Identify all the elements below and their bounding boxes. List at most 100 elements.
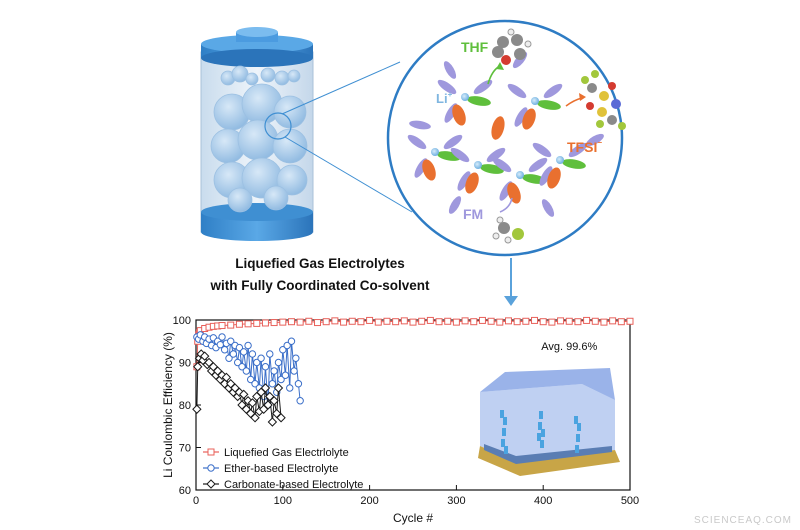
zoom-connector-line [284, 136, 413, 213]
fm-molecule-icon [492, 216, 524, 244]
data-point [199, 351, 210, 361]
data-point [522, 317, 530, 325]
zoom-connector-line [281, 61, 401, 115]
data-point [366, 316, 374, 324]
data-point [242, 367, 251, 375]
data-point [206, 479, 216, 489]
data-point [287, 337, 296, 345]
tfsi-label: TFSI− [567, 138, 602, 155]
inset-deposit-layer [484, 444, 612, 464]
tfsi-anion [547, 167, 561, 189]
data-point [207, 448, 215, 456]
x-axis-label: Cycle # [393, 511, 433, 525]
inset-deposit-particle [577, 423, 581, 431]
data-point [269, 396, 279, 406]
data-point [287, 318, 295, 326]
avg-annotation: Avg. 99.6% [541, 341, 597, 353]
data-point [192, 404, 202, 414]
thf-molecule [537, 100, 561, 110]
data-point [244, 320, 252, 328]
data-point [496, 318, 504, 326]
y-tick-label: 70 [179, 443, 191, 455]
data-point [235, 320, 243, 328]
data-point [250, 413, 260, 423]
inset-deposit-particle [541, 429, 545, 437]
thf-label: THF [461, 39, 489, 55]
tfsi-anion [422, 159, 436, 181]
data-point [218, 322, 226, 330]
fm-molecule [543, 83, 563, 99]
y-tick-label: 90 [179, 358, 191, 370]
thf-molecule [562, 159, 586, 169]
data-point [270, 319, 278, 327]
watermark-text: SCIENCEAQ.COM [693, 515, 792, 526]
data-point [283, 341, 291, 350]
fm-molecule [568, 142, 588, 158]
x-tick-label: 200 [360, 495, 378, 507]
inset-deposit-particle [502, 428, 506, 436]
fm-molecule [409, 120, 431, 130]
data-point [270, 367, 278, 375]
data-point [267, 417, 278, 427]
fm-molecule [443, 61, 457, 79]
data-point [290, 367, 298, 375]
data-point [257, 354, 265, 362]
fm-molecule [532, 142, 552, 158]
thf-arrow-head [496, 62, 504, 70]
y-tick-label: 60 [179, 485, 191, 497]
li-ion-dot [556, 156, 564, 164]
fm-molecule [450, 147, 470, 163]
tfsi-anion [522, 108, 536, 130]
data-point [276, 413, 286, 423]
inset-box-face [480, 384, 615, 462]
down-arrow-head [504, 296, 518, 306]
data-point [331, 317, 339, 325]
tfsi-arrow-head [579, 93, 586, 101]
zoom-circle [386, 19, 624, 257]
x-tick-label: 400 [534, 495, 552, 507]
data-point [253, 319, 261, 327]
data-point [292, 354, 300, 362]
data-point [418, 317, 426, 325]
inset-deposit-particle [574, 416, 578, 424]
data-point [374, 318, 382, 326]
li-ion-dot [516, 171, 524, 179]
data-point [426, 316, 434, 324]
y-tick-label: 80 [179, 400, 191, 412]
data-point [383, 317, 391, 325]
data-point [478, 316, 486, 324]
fm-molecule [528, 157, 548, 173]
x-tick-label: 0 [193, 495, 199, 507]
fm-label: FM [463, 206, 483, 222]
inset-deposit-particle [575, 445, 579, 453]
data-point [461, 317, 469, 325]
series-square [193, 316, 634, 371]
data-point [260, 383, 271, 393]
legend-label: Ether-based Electrolyte [224, 463, 338, 475]
data-point [294, 380, 303, 388]
thf-molecule-icon [492, 28, 532, 65]
data-point [314, 319, 322, 327]
data-point [392, 318, 400, 326]
data-point [207, 464, 215, 472]
inset-box-top [480, 368, 615, 400]
data-point [296, 397, 304, 405]
li-ion-dot [531, 97, 539, 105]
fm-molecule [437, 79, 457, 95]
series-diamond [192, 349, 286, 427]
x-tick-label: 100 [274, 495, 292, 507]
inset-deposit-particle [540, 440, 544, 448]
data-point [279, 346, 287, 354]
fm-molecule [541, 199, 555, 217]
fm-molecule [507, 83, 527, 99]
data-point [296, 318, 304, 326]
li-ion-dot [474, 161, 482, 169]
fm-molecule [486, 147, 506, 163]
data-point [225, 354, 233, 362]
fm-molecule [407, 134, 427, 150]
data-point [470, 318, 478, 326]
data-point [322, 318, 330, 326]
data-point [574, 318, 582, 326]
series-circle [193, 331, 304, 409]
